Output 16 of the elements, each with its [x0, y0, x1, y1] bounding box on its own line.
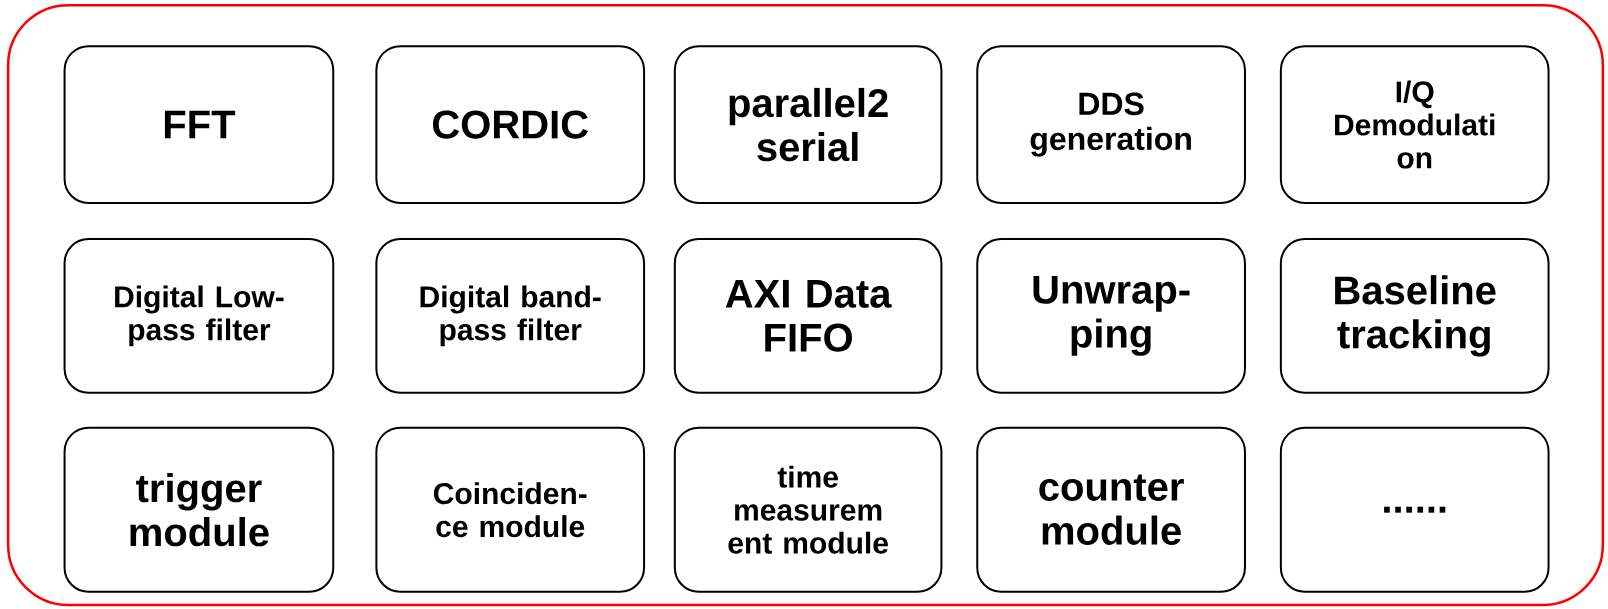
- module-box: Baseline tracking: [1279, 238, 1550, 394]
- module-box: ......: [1279, 426, 1550, 593]
- module-box: Unwrap- ping: [976, 238, 1246, 394]
- module-box: Digital band-pass filter: [375, 238, 646, 394]
- module-box: AXI Data FIFO: [673, 238, 943, 394]
- frame: [6, 3, 1605, 607]
- module-box: DDS generation: [976, 45, 1246, 205]
- module-box: time measurem ent module: [673, 426, 943, 593]
- module-box: counter module: [976, 426, 1246, 593]
- module-box: I/Q Demodulati on: [1279, 45, 1550, 205]
- module-box: Digital Low- pass filter: [63, 238, 335, 394]
- module-box: CORDIC: [375, 45, 646, 205]
- module-box: Coinciden- ce module: [375, 426, 646, 593]
- module-box: parallel2 serial: [673, 45, 943, 205]
- module-box: trigger module: [63, 426, 335, 593]
- module-box: FFT: [63, 45, 335, 205]
